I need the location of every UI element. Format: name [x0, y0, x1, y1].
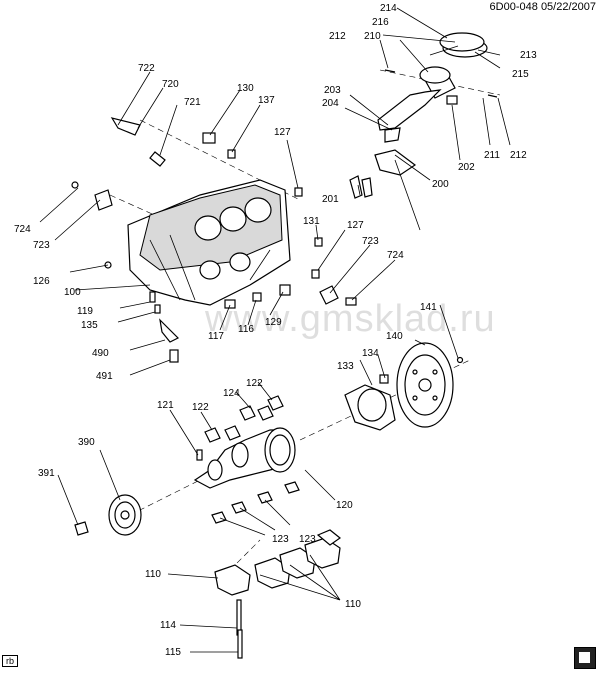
diagram-date: 05/22/2007	[540, 1, 596, 13]
label-203: 203	[324, 85, 341, 96]
label-721: 721	[184, 97, 201, 108]
harmonic-balancer	[74, 494, 142, 536]
watermark: www.gmsklad.ru	[205, 298, 496, 340]
label-120: 120	[336, 500, 353, 511]
label-204: 204	[322, 98, 339, 109]
label-201: 201	[322, 194, 339, 205]
label-213: 213	[520, 50, 537, 61]
label-215: 215	[512, 69, 529, 80]
label-121: 121	[157, 400, 174, 411]
engine-block	[127, 179, 291, 306]
corner-tag: rb	[2, 655, 19, 667]
label-490: 490	[92, 348, 109, 359]
label-124: 124	[223, 388, 240, 399]
diagram-code: 6D00-048	[489, 1, 538, 13]
label-137: 137	[258, 95, 275, 106]
label-202: 202	[458, 162, 475, 173]
rear-main-seal	[344, 374, 396, 431]
publisher-logo-icon	[574, 647, 596, 669]
block-hardware	[71, 117, 357, 363]
label-122b: 122	[192, 402, 209, 413]
part-labels: 214 216 212 210 213 215 203 204 202 211 …	[14, 3, 537, 658]
label-720: 720	[162, 79, 179, 90]
label-210: 210	[364, 31, 381, 42]
label-115: 115	[165, 647, 181, 658]
label-100: 100	[64, 287, 81, 298]
label-119: 119	[77, 306, 93, 317]
leader-lines	[39, 7, 511, 653]
label-134: 134	[362, 348, 379, 359]
label-723b: 723	[362, 236, 379, 247]
label-722: 722	[138, 63, 155, 74]
label-135: 135	[81, 320, 98, 331]
label-110: 110	[145, 569, 161, 580]
label-129: 129	[265, 317, 282, 328]
label-200: 200	[432, 179, 449, 190]
label-723: 723	[33, 240, 50, 251]
piston-assembly	[349, 32, 498, 199]
label-491: 491	[96, 371, 113, 382]
label-211: 211	[484, 150, 500, 161]
label-141: 141	[420, 302, 437, 313]
label-127: 127	[274, 127, 291, 138]
label-724: 724	[14, 224, 31, 235]
label-123: 123	[272, 534, 289, 545]
crankshaft	[193, 427, 296, 489]
label-212: 212	[329, 31, 346, 42]
label-131: 131	[303, 216, 320, 227]
diagram-header: 6D00-048 05/22/2007	[490, 1, 596, 13]
label-212b: 212	[510, 150, 527, 161]
label-116: 116	[238, 324, 254, 335]
label-114: 114	[160, 620, 176, 631]
label-110b: 110	[345, 599, 361, 610]
label-122: 122	[246, 378, 263, 389]
label-390: 390	[78, 437, 95, 448]
label-117: 117	[208, 331, 224, 342]
label-140: 140	[386, 331, 403, 342]
label-127b: 127	[347, 220, 364, 231]
flexplate	[396, 342, 464, 428]
label-216: 216	[372, 17, 389, 28]
label-123b: 123	[299, 534, 316, 545]
label-724b: 724	[387, 250, 404, 261]
label-391: 391	[38, 468, 55, 479]
label-130: 130	[237, 83, 254, 94]
label-214: 214	[380, 3, 397, 14]
label-126: 126	[33, 276, 50, 287]
label-133: 133	[337, 361, 354, 372]
